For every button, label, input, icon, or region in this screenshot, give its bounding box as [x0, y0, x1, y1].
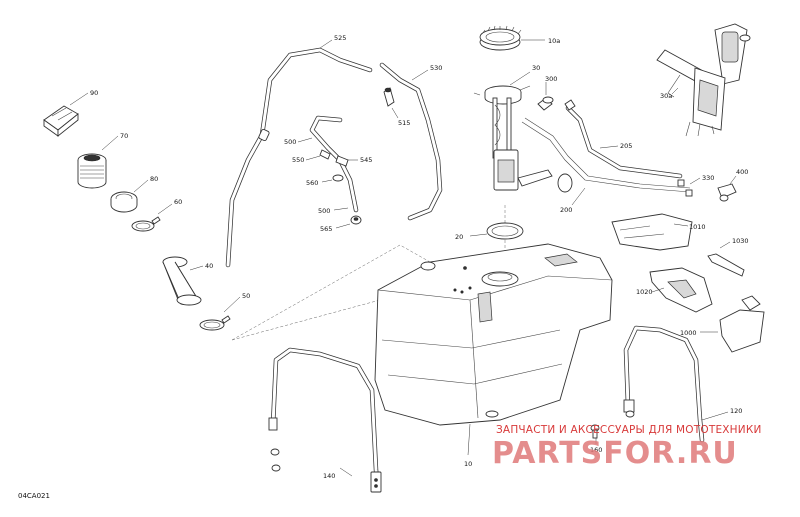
callout-525: 525 [334, 34, 346, 42]
fuel-line-200 [521, 117, 691, 193]
callout-560: 560 [306, 179, 318, 187]
callout-80: 80 [150, 175, 158, 183]
callout-550: 550 [292, 156, 304, 164]
callout-1030: 1030 [732, 237, 749, 245]
connector-330 [677, 179, 693, 197]
callout-40: 40 [205, 262, 213, 270]
callout-30: 30 [532, 64, 540, 72]
vent-hose-525 [225, 47, 373, 268]
filler-cap-part [43, 105, 79, 137]
callout-565: 565 [320, 225, 332, 233]
fitting-550 [319, 149, 331, 160]
callout-500a: 500 [284, 138, 296, 146]
callout-205: 205 [620, 142, 632, 150]
callout-70: 70 [120, 132, 128, 140]
lock-ring-part [479, 25, 522, 51]
callout-140: 140 [323, 472, 335, 480]
watermark-logo: PARTSFOR.RU [492, 436, 738, 471]
fuel-line-205 [564, 99, 683, 179]
grommet-565 [350, 215, 362, 225]
hose-clamp-part [131, 216, 161, 232]
pump-gasket-20 [486, 222, 524, 240]
callout-200: 200 [560, 206, 572, 214]
lower-clamp-part [199, 315, 231, 331]
pump-assembly-detail [656, 23, 751, 137]
vent-hose-530 [379, 62, 443, 221]
watermark-tagline: ЗАПЧАСТИ И АКСЕССУАРЫ ДЛЯ МОТОТЕХНИКИ [496, 424, 762, 436]
heat-shield-1010 [611, 213, 693, 251]
filler-neck-part [77, 153, 107, 189]
callout-10a: 10a [548, 37, 560, 45]
clip-560 [332, 174, 344, 182]
callout-50: 50 [242, 292, 250, 300]
heat-shield-1030 [707, 253, 745, 277]
callout-545: 545 [360, 156, 372, 164]
callout-1010: 1010 [689, 223, 706, 231]
callout-400: 400 [736, 168, 748, 176]
heat-shield-1000 [719, 295, 765, 353]
callout-90: 90 [90, 89, 98, 97]
tank-strap-120 [623, 325, 705, 443]
callout-330: 330 [702, 174, 714, 182]
callout-530: 530 [430, 64, 442, 72]
quick-connect-400 [717, 183, 737, 202]
fuel-tank-10 [374, 243, 613, 426]
callout-30a: 30a [660, 92, 672, 100]
pressure-regulator-part [537, 96, 554, 111]
bolt-160 [590, 424, 600, 439]
check-valve-part [383, 87, 395, 107]
fitting-545 [335, 155, 349, 167]
callout-160: 160 [590, 446, 602, 454]
callout-300: 300 [545, 75, 557, 83]
filler-hose-part [162, 256, 202, 306]
fuel-pump-module [473, 85, 573, 193]
callout-20: 20 [455, 233, 463, 241]
figure-code: 04CA021 [18, 492, 50, 500]
neck-gasket-part [110, 191, 138, 213]
callout-120: 120 [730, 407, 742, 415]
callout-515: 515 [398, 119, 410, 127]
callout-60: 60 [174, 198, 182, 206]
callout-1020: 1020 [636, 288, 653, 296]
callout-1000: 1000 [680, 329, 697, 337]
callout-10: 10 [464, 460, 472, 468]
vent-hose-500-upper [309, 115, 359, 213]
heat-shield-1020 [649, 267, 713, 313]
callout-500b: 500 [318, 207, 330, 215]
tank-strap-140 [268, 347, 382, 493]
